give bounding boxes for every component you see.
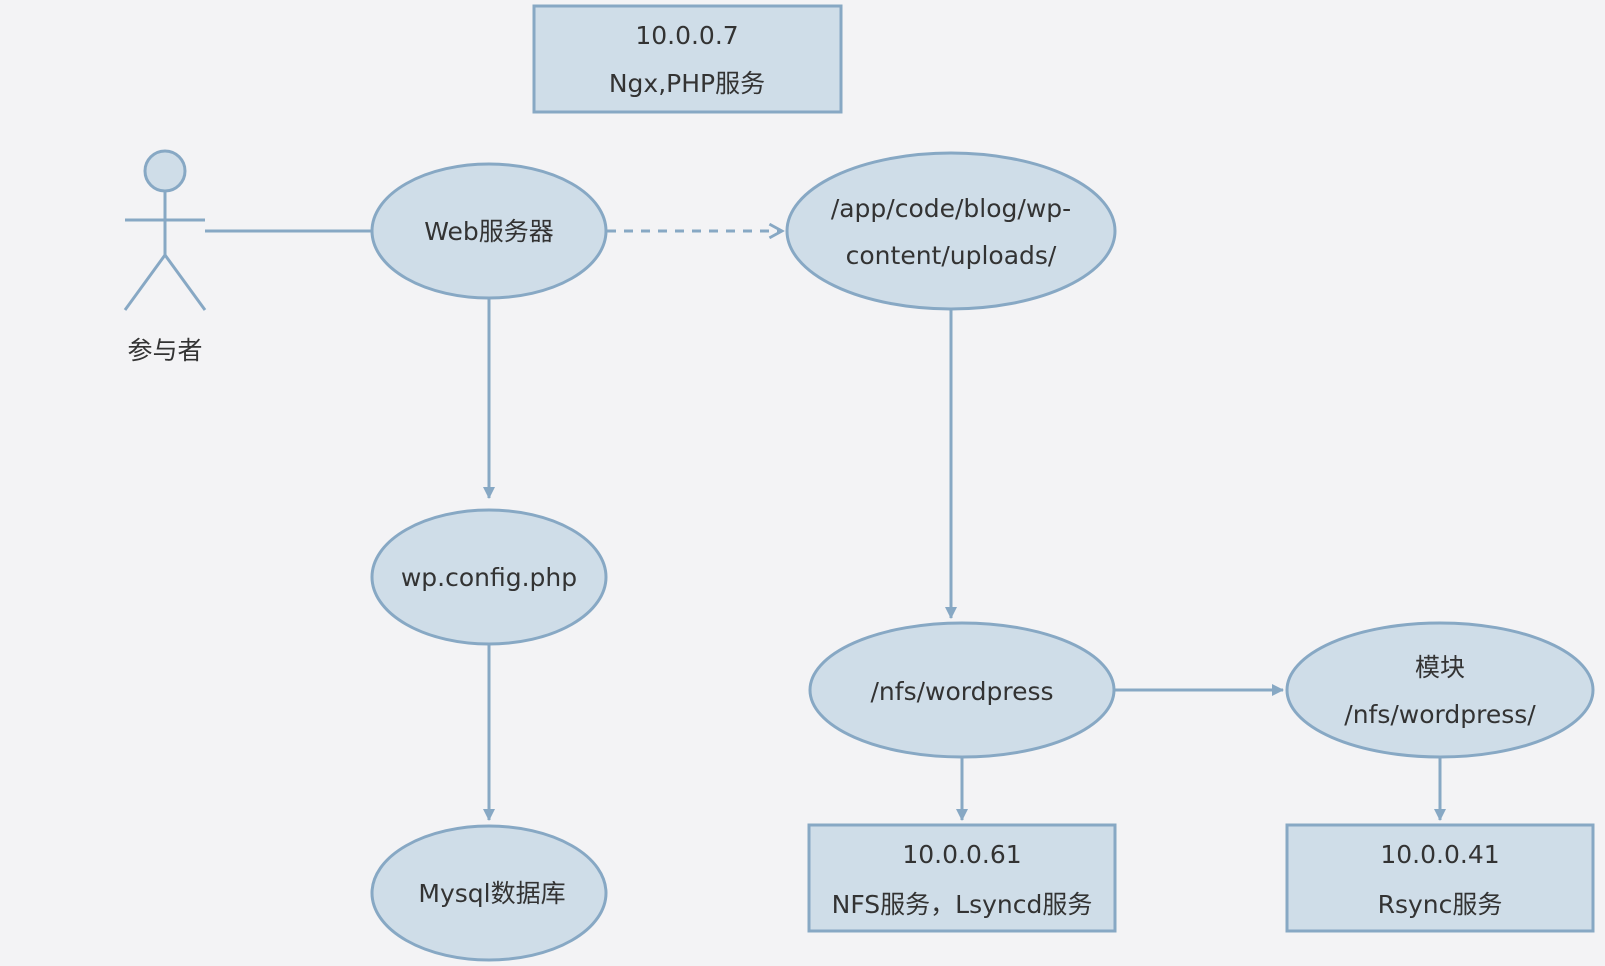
wp-config-node: wp.config.php [370, 508, 608, 646]
nfs-wordpress-label: /nfs/wordpress [871, 677, 1054, 706]
rsync-server-box: 10.0.0.41 Rsync服务 [1285, 823, 1595, 933]
web-server-node: Web服务器 [370, 162, 608, 300]
nfs-server-ip-label: 10.0.0.61 [902, 840, 1021, 869]
nfs-server-box: 10.0.0.61 NFS服务，Lsyncd服务 [807, 823, 1117, 933]
actor-figure [123, 149, 207, 311]
module-node: 模块 /nfs/wordpress/ [1285, 621, 1595, 759]
wp-config-label: wp.config.php [401, 563, 577, 592]
web-server-label: Web服务器 [424, 217, 554, 246]
ngx-php-ip-label: 10.0.0.7 [635, 21, 738, 50]
module-line2: /nfs/wordpress/ [1344, 700, 1536, 729]
mysql-node: Mysql数据库 [370, 824, 608, 962]
rsync-server-service-label: Rsync服务 [1378, 890, 1503, 919]
ngx-php-server-box: 10.0.0.7 Ngx,PHP服务 [532, 4, 843, 114]
mysql-label: Mysql数据库 [418, 879, 565, 908]
uploads-path-node: /app/code/blog/wp- content/uploads/ [785, 151, 1117, 311]
module-line1: 模块 [1415, 653, 1465, 682]
uploads-path-line2: content/uploads/ [846, 241, 1057, 270]
uploads-path-line1: /app/code/blog/wp- [831, 194, 1071, 223]
actor-label: 参与者 [127, 336, 202, 365]
rsync-server-ip-label: 10.0.0.41 [1380, 840, 1499, 869]
nfs-server-service-label: NFS服务，Lsyncd服务 [832, 890, 1093, 919]
nfs-wordpress-node: /nfs/wordpress [808, 621, 1116, 759]
ngx-php-service-label: Ngx,PHP服务 [609, 69, 765, 98]
